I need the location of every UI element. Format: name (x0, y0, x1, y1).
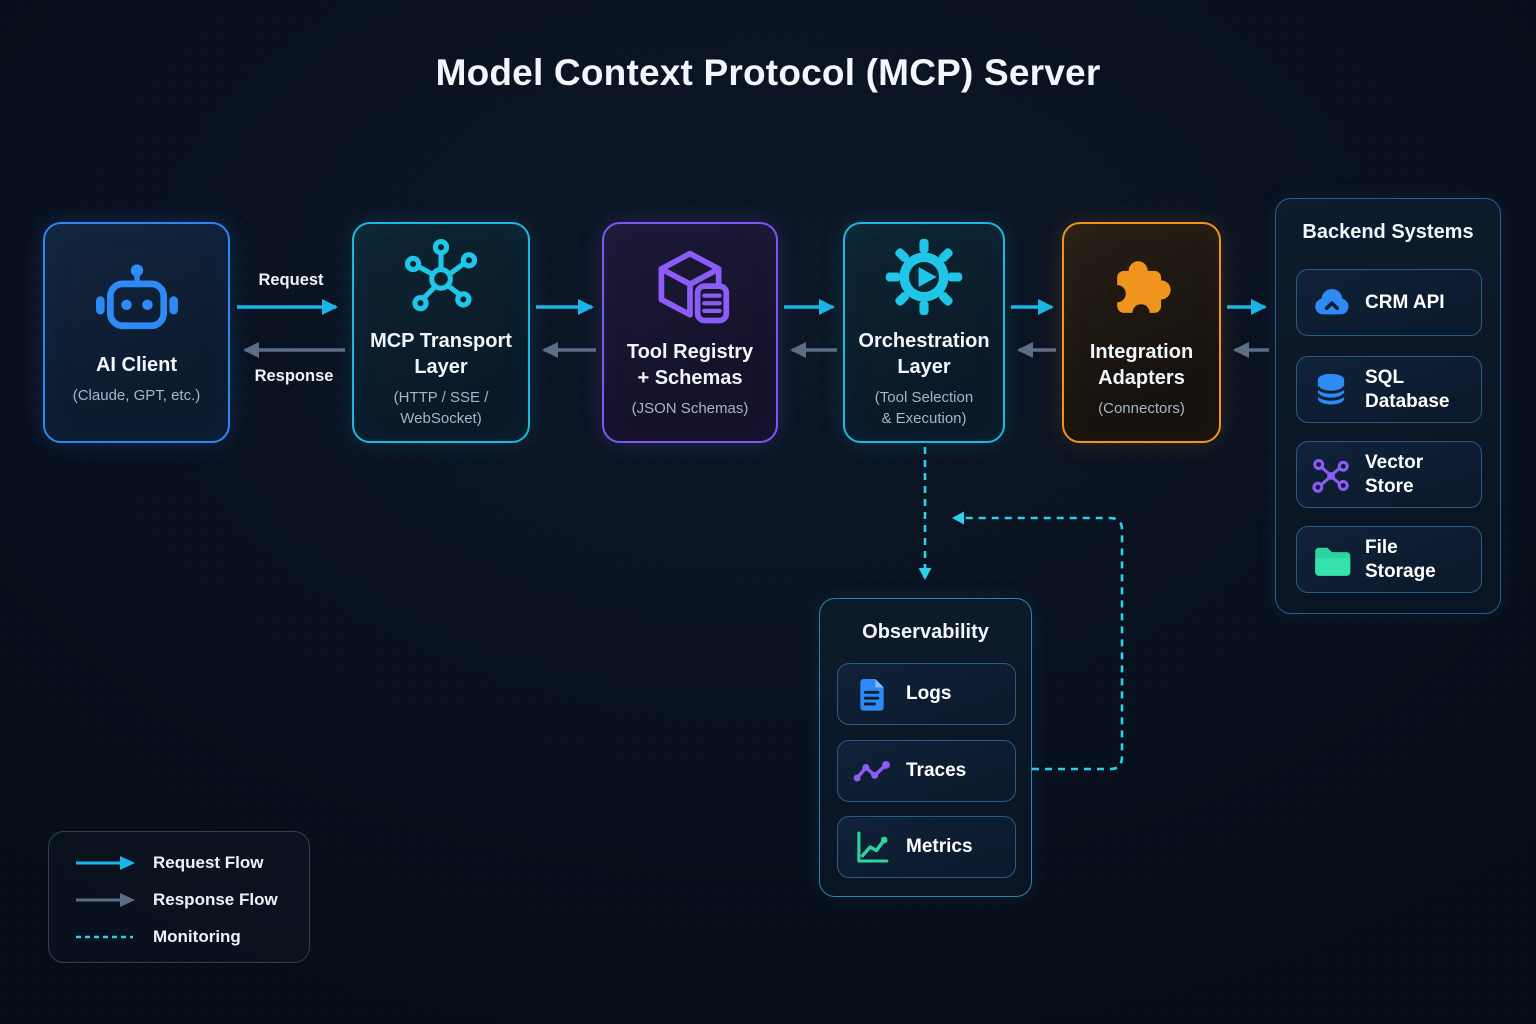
cloud-icon (1310, 282, 1352, 324)
legend-label: Monitoring (153, 927, 241, 946)
backend-item-sql-database: SQL Database (1296, 356, 1482, 423)
backend-item-label: File Storage (1365, 536, 1436, 582)
observability-title: Observability (862, 621, 989, 643)
database-icon (1310, 369, 1352, 411)
legend-item-request-flow: Request Flow (75, 851, 264, 875)
response-flow-label: Response (254, 367, 334, 385)
puzzle-piece-icon (1100, 247, 1184, 329)
metrics-chart-icon (851, 826, 893, 868)
response-arrow-icon (76, 893, 135, 907)
gear-play-icon (884, 236, 964, 318)
backend-systems-panel: Backend Systems CRM API (1275, 198, 1501, 614)
request-arrow-icon (76, 856, 135, 870)
observability-item-label: Traces (906, 760, 967, 781)
legend-label: Request Flow (153, 853, 264, 872)
legend-label: Response Flow (153, 890, 278, 909)
node-ai-client: AI Client (Claude, GPT, etc.) (43, 222, 230, 443)
observability-item-label: Logs (906, 683, 952, 704)
request-flow-label: Request (258, 271, 324, 289)
node-subtitle: (Connectors) (1098, 399, 1185, 417)
node-title: Tool Registry + Schemas (626, 340, 754, 389)
backend-item-vector-store: Vector Store (1296, 441, 1482, 508)
network-hub-icon (399, 236, 483, 318)
folder-icon (1310, 539, 1352, 581)
backend-item-label: CRM API (1365, 291, 1445, 313)
node-subtitle: (HTTP / SSE / WebSocket) (393, 389, 489, 427)
monitoring-line-icon (76, 935, 133, 939)
traces-line-icon (851, 750, 893, 792)
node-orchestration-layer: Orchestration Layer (Tool Selection & Ex… (843, 222, 1005, 443)
node-integration-adapters: Integration Adapters (Connectors) (1062, 222, 1221, 443)
vector-network-icon (1310, 454, 1352, 496)
backend-item-file-storage: File Storage (1296, 526, 1482, 593)
node-mcp-transport-layer: MCP Transport Layer (HTTP / SSE / WebSoc… (352, 222, 530, 443)
node-title: AI Client (95, 353, 178, 376)
backend-item-label: SQL Database (1365, 366, 1450, 412)
node-subtitle: (Claude, GPT, etc.) (72, 386, 201, 404)
node-title: MCP Transport Layer (370, 330, 512, 378)
observability-panel: Observability Logs (819, 598, 1032, 897)
node-subtitle: (Tool Selection & Execution) (874, 389, 974, 427)
node-tool-registry-schemas: Tool Registry + Schemas (JSON Schemas) (602, 222, 778, 443)
node-title: Orchestration Layer (858, 330, 990, 378)
log-document-icon (851, 673, 893, 715)
legend-item-response-flow: Response Flow (75, 888, 278, 912)
cube-schemas-icon (644, 247, 736, 329)
legend: Request Flow Response Flow Monitoring (48, 831, 310, 963)
node-subtitle: (JSON Schemas) (631, 399, 749, 417)
backend-item-crm-api: CRM API (1296, 269, 1482, 336)
observability-item-label: Metrics (906, 836, 973, 857)
observability-item-metrics: Metrics (837, 816, 1016, 878)
robot-icon (89, 260, 185, 342)
node-title: Integration Adapters (1089, 340, 1194, 389)
page-title: Model Context Protocol (MCP) Server (435, 52, 1101, 93)
observability-item-logs: Logs (837, 663, 1016, 725)
backend-systems-title: Backend Systems (1302, 221, 1474, 243)
backend-item-label: Vector Store (1365, 451, 1424, 497)
legend-item-monitoring: Monitoring (75, 925, 241, 949)
observability-item-traces: Traces (837, 740, 1016, 802)
